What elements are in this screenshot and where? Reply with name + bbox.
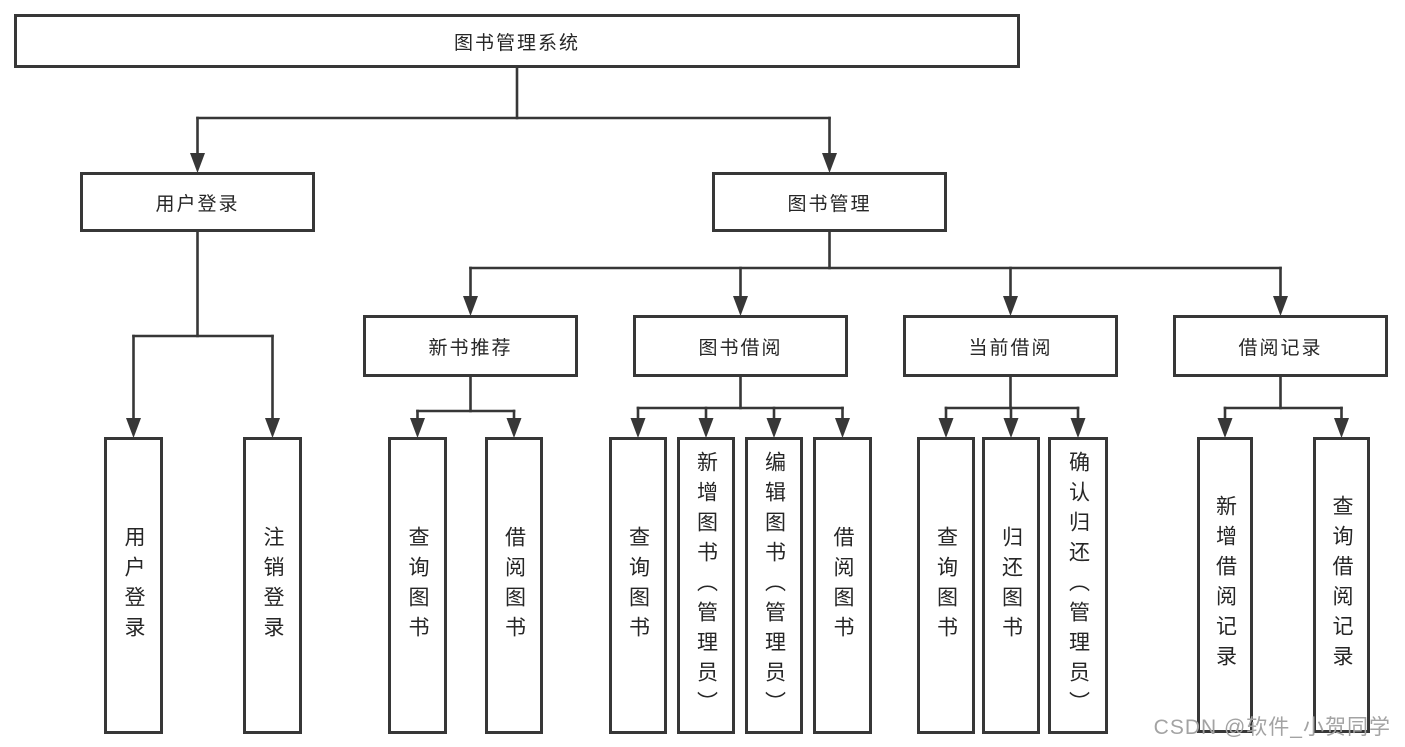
node-cb-return-book: 归还图书 — [982, 437, 1040, 734]
node-cb-query-book-label: 查询图书 — [934, 525, 958, 646]
node-user-login-label: 用户登录 — [155, 193, 240, 215]
node-nb-borrow-book: 借阅图书 — [485, 437, 543, 734]
node-logout-leaf: 注销登录 — [243, 437, 302, 734]
node-br-query-record-label: 查询借阅记录 — [1330, 495, 1353, 675]
node-current-borrow: 当前借阅 — [903, 315, 1118, 377]
node-new-book-recommend: 新书推荐 — [363, 315, 578, 377]
node-bb-query-book-label: 查询图书 — [626, 525, 650, 646]
watermark: CSDN @软件_小贺同学 — [1153, 716, 1391, 739]
node-bb-query-book: 查询图书 — [609, 437, 667, 734]
node-logout-leaf-label: 注销登录 — [261, 525, 284, 646]
node-user-login-leaf: 用户登录 — [104, 437, 163, 734]
node-cb-confirm-return-label: 确认归还（管理员） — [1066, 450, 1090, 721]
node-borrow-records-label: 借阅记录 — [1238, 337, 1323, 359]
node-root-label: 图书管理系统 — [453, 32, 580, 54]
node-bb-edit-book: 编辑图书（管理员） — [745, 437, 803, 734]
node-br-add-record-label: 新增借阅记录 — [1213, 495, 1237, 675]
node-br-query-record: 查询借阅记录 — [1313, 437, 1370, 733]
node-bb-edit-book-label: 编辑图书（管理员） — [762, 450, 786, 721]
node-book-borrow-label: 图书借阅 — [698, 337, 783, 359]
node-cb-return-book-label: 归还图书 — [999, 525, 1023, 646]
node-book-management-label: 图书管理 — [787, 193, 872, 215]
node-br-add-record: 新增借阅记录 — [1197, 437, 1253, 733]
node-cb-confirm-return: 确认归还（管理员） — [1048, 437, 1108, 734]
node-current-borrow-label: 当前借阅 — [968, 337, 1053, 359]
node-root: 图书管理系统 — [14, 14, 1020, 68]
node-book-borrow: 图书借阅 — [633, 315, 848, 377]
node-nb-borrow-book-label: 借阅图书 — [502, 525, 526, 646]
node-book-management: 图书管理 — [712, 172, 947, 232]
node-borrow-records: 借阅记录 — [1173, 315, 1388, 377]
node-nb-query-book-label: 查询图书 — [406, 525, 429, 646]
node-user-login-leaf-label: 用户登录 — [122, 525, 145, 646]
node-bb-borrow-book: 借阅图书 — [813, 437, 872, 734]
node-nb-query-book: 查询图书 — [388, 437, 447, 734]
node-bb-borrow-book-label: 借阅图书 — [831, 525, 854, 646]
node-bb-add-book-label: 新增图书（管理员） — [694, 450, 718, 721]
node-bb-add-book: 新增图书（管理员） — [677, 437, 735, 734]
node-cb-query-book: 查询图书 — [917, 437, 975, 734]
node-new-book-recommend-label: 新书推荐 — [428, 337, 513, 359]
node-user-login: 用户登录 — [80, 172, 315, 232]
